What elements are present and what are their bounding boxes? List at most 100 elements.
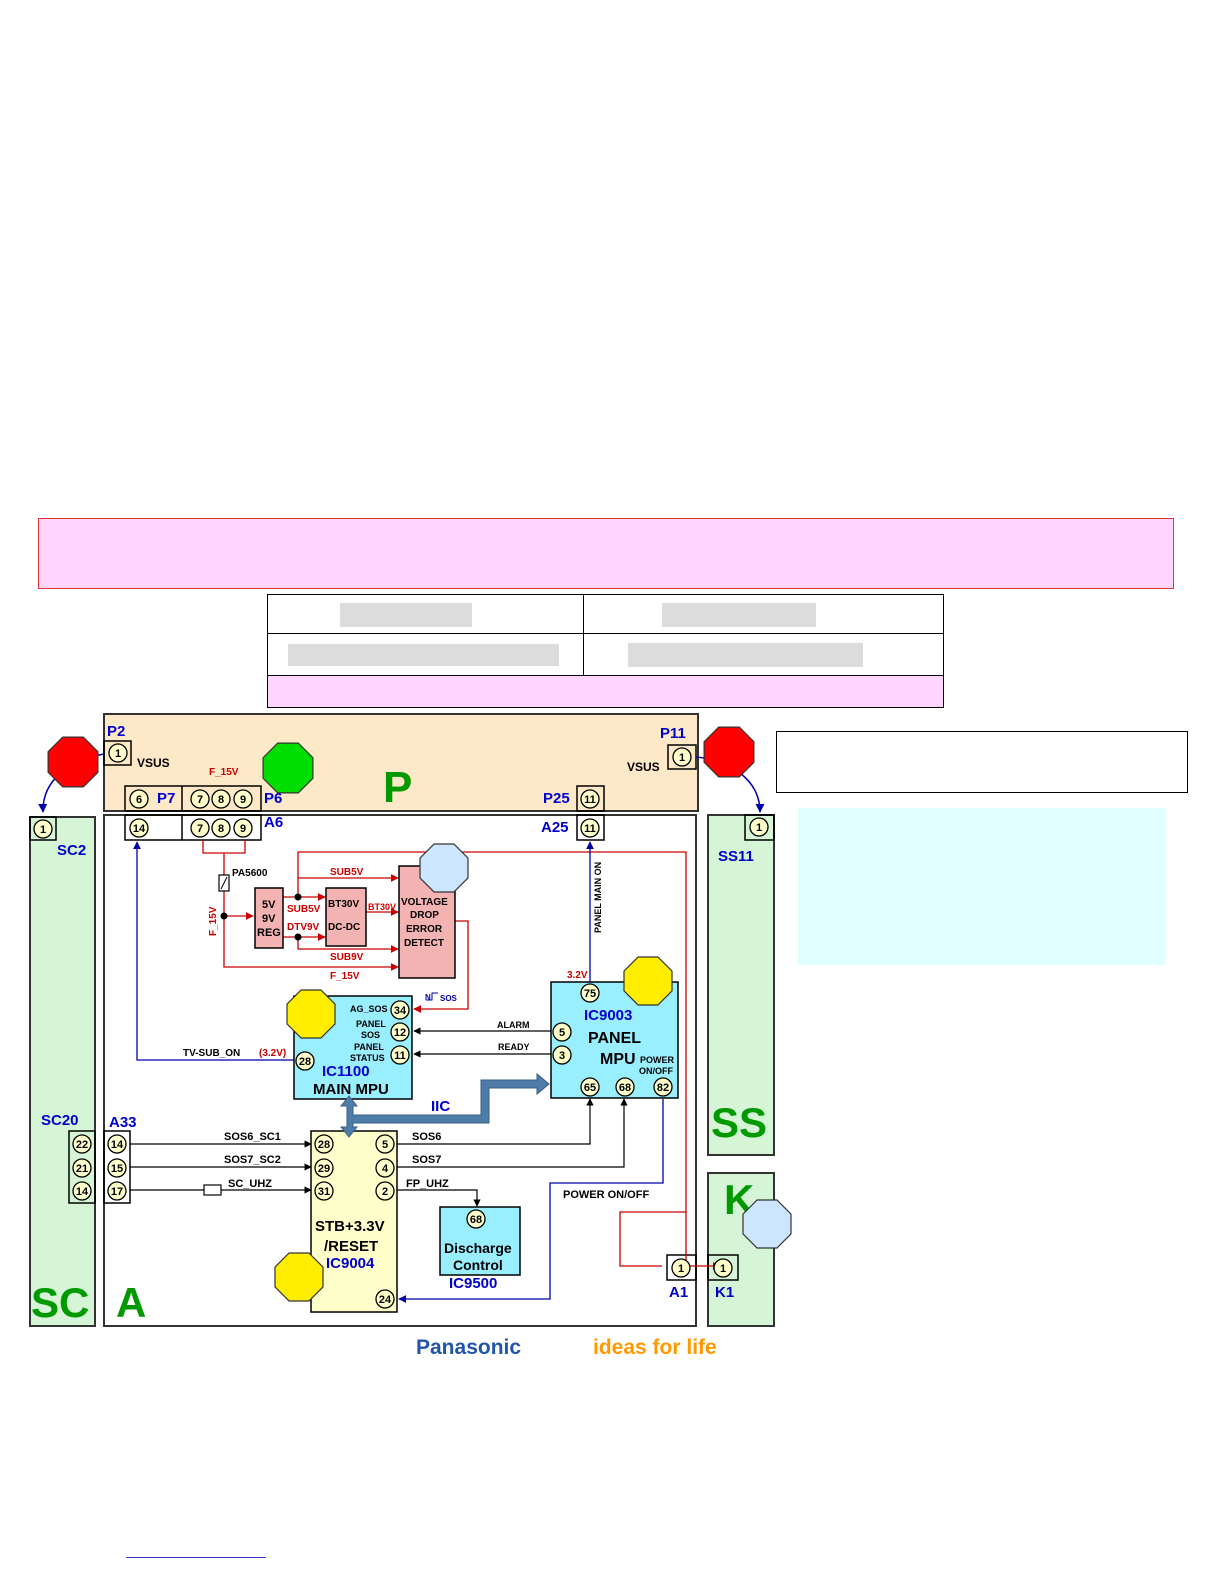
- pin-number: 5: [559, 1027, 565, 1039]
- pin-circle: [211, 789, 231, 809]
- fp-uhz-wire: [397, 1189, 481, 1207]
- bt30v-label: BT30V: [368, 902, 396, 912]
- fp-uhz-label: FP_UHZ: [406, 1178, 449, 1190]
- alarm-label: ALARM: [497, 1020, 530, 1030]
- pin-number: 11: [584, 794, 596, 806]
- f15v-side-label: F_15V: [208, 906, 219, 936]
- pin-number: 15: [111, 1163, 123, 1175]
- pin-number: 29: [318, 1163, 330, 1175]
- connector-sc2: [29, 816, 57, 841]
- pin-circle: [295, 1051, 315, 1071]
- pin-number: 9: [240, 794, 246, 806]
- pin-number: 31: [318, 1186, 330, 1198]
- pin-circle: [615, 1077, 635, 1097]
- pin-k1-1: 1: [713, 1258, 733, 1278]
- pin-circle: [190, 789, 210, 809]
- pin-ic9004-29: 29: [314, 1158, 334, 1178]
- pin-circle: [375, 1158, 395, 1178]
- connector-label-p2: P2: [107, 723, 125, 740]
- pin-sc20-14: 14: [72, 1181, 92, 1201]
- board-ss: [707, 814, 775, 1156]
- pin-number: 8: [218, 794, 224, 806]
- pin-circle: [314, 1134, 334, 1154]
- pin-circle: [72, 1158, 92, 1178]
- pa5600-label: PA5600: [232, 868, 268, 879]
- board-sc-label: SC: [31, 1279, 89, 1326]
- pin-number: 68: [470, 1214, 482, 1226]
- sos7-wire: [397, 1098, 628, 1168]
- pin-number: 28: [299, 1056, 311, 1068]
- ag-sos-label: AG_SOS: [350, 1004, 388, 1014]
- pin-ic9003-5: 5: [552, 1022, 572, 1042]
- ready-label: READY: [498, 1042, 530, 1052]
- connector-label-p7: P7: [157, 790, 175, 807]
- footer-tagline: ideas for life: [593, 1336, 717, 1360]
- pin-sc20-22: 22: [72, 1134, 92, 1154]
- green-octagon-marker: [262, 742, 314, 794]
- pin-number: 21: [76, 1163, 88, 1175]
- ic9003-name: IC9003: [584, 1007, 632, 1024]
- pin-circle: [672, 747, 692, 767]
- pin-number: 11: [584, 823, 596, 835]
- pin-a33-17: 17: [107, 1181, 127, 1201]
- power-onoff-wire: [398, 1099, 664, 1303]
- sub5v-mid-label: SUB5V: [287, 904, 321, 915]
- redacted-cell: [340, 603, 472, 627]
- pin-a6-9: 9: [233, 818, 253, 838]
- pin-ic1100-11: 11: [390, 1045, 410, 1065]
- table-row: [268, 633, 943, 676]
- pin-number: 1: [115, 748, 121, 760]
- connector-label-sc20: SC20: [41, 1112, 79, 1129]
- connector-a1: [666, 1254, 697, 1281]
- pin-circle: [107, 1158, 127, 1178]
- table-divider: [583, 595, 584, 676]
- pin-number: 1: [756, 822, 762, 834]
- pin-number: 24: [379, 1294, 392, 1306]
- pin-number: 22: [76, 1139, 88, 1151]
- pin-ss11-1: 1: [749, 817, 769, 837]
- pin-number: 4: [382, 1163, 389, 1175]
- pin-number: 7: [197, 823, 203, 835]
- sos7-sc2-label: SOS7_SC2: [224, 1154, 281, 1166]
- red-octagon-marker: [703, 726, 755, 778]
- connector-p2: [103, 740, 132, 766]
- pin-ic9003-75: 75: [580, 983, 600, 1003]
- v32-mid-label: (3.2V): [259, 1048, 286, 1059]
- pin-circle: [233, 789, 253, 809]
- pin-ic9004-5: 5: [375, 1134, 395, 1154]
- table-footer-band: [268, 676, 943, 707]
- panel-status-label: PANEL STATUS: [350, 1042, 386, 1063]
- pin-circle: [129, 818, 149, 838]
- pin-sc2-1: 1: [33, 819, 53, 839]
- connector-label-k1: K1: [715, 1284, 734, 1301]
- pin-circle: [671, 1258, 691, 1278]
- pin-ic1100-12: 12: [390, 1022, 410, 1042]
- pin-a6-8: 8: [211, 818, 231, 838]
- connector-label-a25: A25: [541, 819, 569, 836]
- fuse-slash: [220, 876, 228, 890]
- pin-circle: [466, 1209, 486, 1229]
- sos6-wire: [397, 1098, 594, 1145]
- pin-circle: [580, 1077, 600, 1097]
- nsos-sos-label: SOS: [440, 994, 458, 1003]
- pin-number: 11: [394, 1050, 406, 1062]
- pin-number: 1: [720, 1263, 726, 1275]
- ic1100-name: IC1100: [322, 1063, 370, 1080]
- pin-p7-6: 6: [129, 789, 149, 809]
- info-table: [267, 594, 944, 708]
- pin-ic9004-24: 24: [375, 1289, 395, 1309]
- blue-octagon-marker: [742, 1199, 792, 1249]
- pin-number: 1: [678, 1263, 684, 1275]
- pin-circle: [552, 1045, 572, 1065]
- pin-number: 14: [76, 1186, 89, 1198]
- pin-number: 34: [394, 1005, 407, 1017]
- regulator-label: 5V 9V REG: [257, 899, 281, 939]
- pin-circle: [375, 1289, 395, 1309]
- pin-ic9500-68: 68: [466, 1209, 486, 1229]
- board-sc: [29, 816, 96, 1327]
- sos6-sc1-label: SOS6_SC1: [224, 1131, 281, 1143]
- pin-circle: [580, 789, 600, 809]
- connector-label-a1: A1: [669, 1284, 688, 1301]
- pin-circle: [107, 1134, 127, 1154]
- pin-ic9004-2: 2: [375, 1181, 395, 1201]
